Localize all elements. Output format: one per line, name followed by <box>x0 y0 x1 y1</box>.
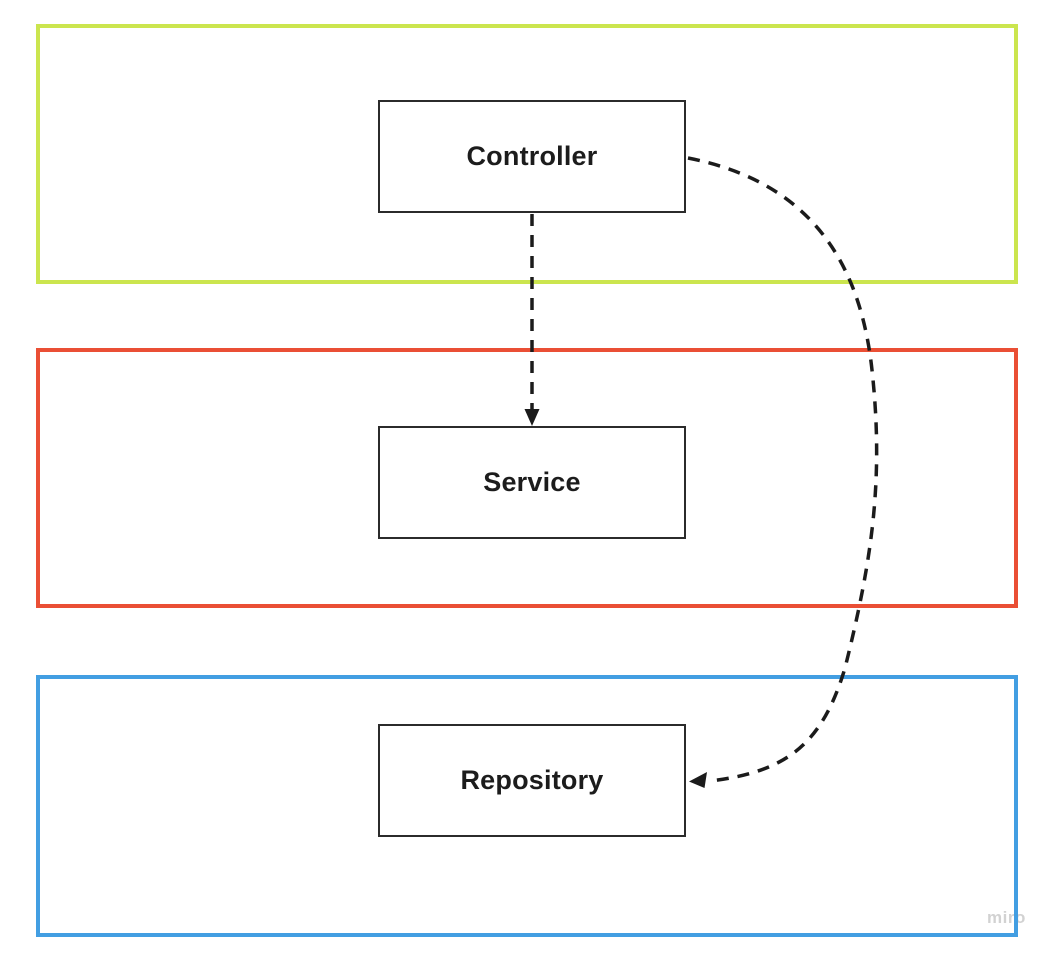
node-controller[interactable]: Controller <box>378 100 686 213</box>
node-service-label: Service <box>483 467 581 497</box>
node-repository[interactable]: Repository <box>378 724 686 837</box>
layer-band-controller[interactable] <box>36 24 1018 284</box>
layer-band-repository[interactable] <box>36 675 1018 937</box>
node-repository-label: Repository <box>460 765 604 795</box>
layer-band-service[interactable] <box>36 348 1018 608</box>
node-service[interactable]: Service <box>378 426 686 539</box>
node-controller-label: Controller <box>466 141 598 171</box>
